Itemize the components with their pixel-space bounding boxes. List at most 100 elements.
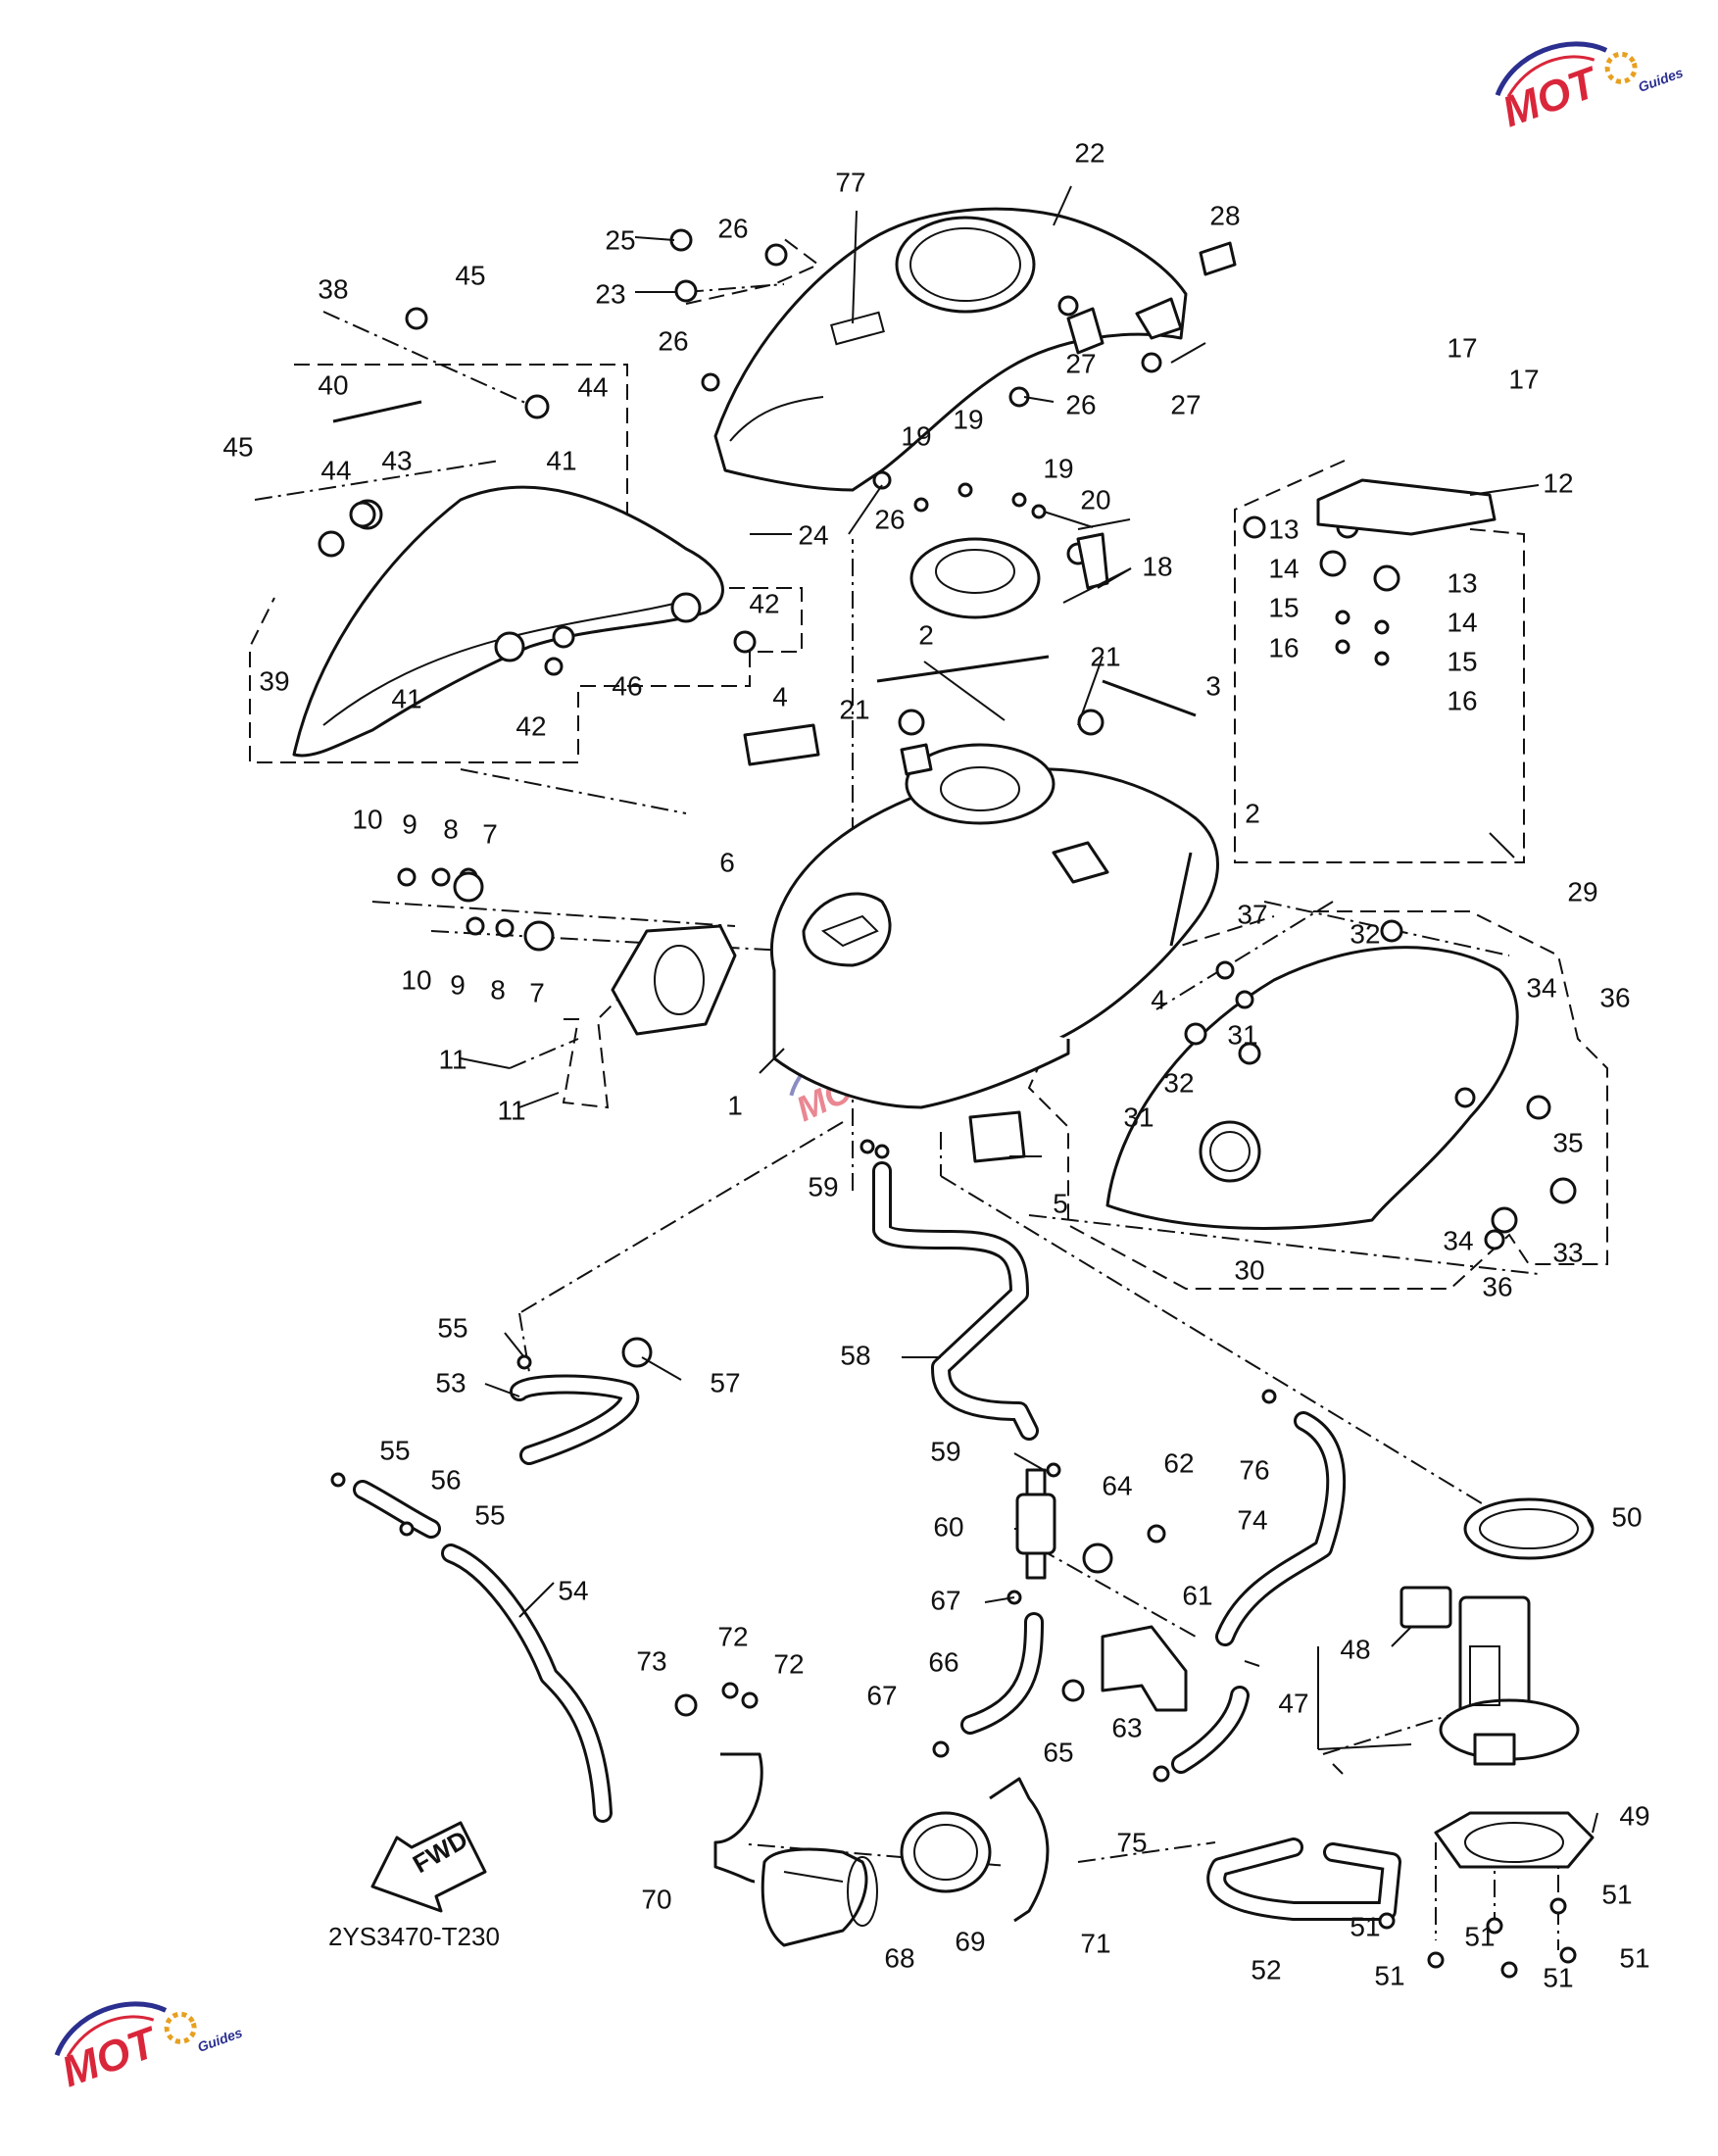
- callout-47: 47: [1278, 1688, 1308, 1718]
- watermark-logo-top-right: MOT Guides: [1495, 41, 1686, 136]
- callout-10: 10: [401, 964, 431, 995]
- callout-71: 71: [1080, 1928, 1110, 1958]
- hose-53: [510, 1374, 640, 1465]
- callout-68: 68: [884, 1942, 914, 1973]
- hose-58: [872, 1161, 1039, 1441]
- callout-48: 48: [1340, 1634, 1370, 1664]
- callout-18: 18: [1142, 551, 1172, 581]
- callout-74: 74: [1237, 1504, 1267, 1535]
- hose-56: [353, 1480, 441, 1539]
- callout-69: 69: [955, 1926, 985, 1956]
- callout-2: 2: [1245, 798, 1260, 828]
- callout-21: 21: [1090, 641, 1120, 671]
- callout-12: 12: [1543, 467, 1573, 498]
- tank-top-cover: [713, 207, 1188, 492]
- callout-11: 11: [497, 1095, 525, 1125]
- callout-6: 6: [719, 847, 735, 877]
- callout-73: 73: [636, 1645, 666, 1676]
- callout-56: 56: [430, 1464, 461, 1494]
- callout-4: 4: [1151, 984, 1166, 1014]
- callout-24: 24: [798, 519, 828, 550]
- callout-34: 34: [1526, 972, 1556, 1003]
- callout-27: 27: [1170, 389, 1201, 419]
- callout-45: 45: [222, 431, 253, 462]
- callout-34: 34: [1443, 1225, 1473, 1255]
- callout-30: 30: [1234, 1254, 1264, 1285]
- callout-35: 35: [1552, 1127, 1583, 1157]
- hose-54: [441, 1544, 613, 1823]
- side-cover-left: [292, 485, 724, 758]
- callout-58: 58: [840, 1340, 870, 1370]
- svg-text:Guides: Guides: [1636, 65, 1685, 95]
- callout-27: 27: [1065, 348, 1096, 378]
- hose-66: [960, 1612, 1044, 1735]
- callout-19: 19: [953, 404, 983, 434]
- watermark-logo-bottom-left: MOT Guides: [54, 2001, 245, 2096]
- callout-40: 40: [318, 369, 348, 400]
- callout-39: 39: [259, 665, 289, 696]
- callout-64: 64: [1102, 1470, 1132, 1500]
- callout-55: 55: [474, 1499, 505, 1530]
- callout-8: 8: [443, 813, 459, 844]
- hose-75: [1171, 1686, 1250, 1774]
- callout-14: 14: [1268, 553, 1299, 583]
- fuel-cap: [909, 532, 1109, 619]
- callout-19: 19: [901, 420, 931, 451]
- callout-51: 51: [1543, 1962, 1573, 1992]
- callout-54: 54: [558, 1575, 588, 1605]
- callout-76: 76: [1239, 1454, 1269, 1485]
- callout-31: 31: [1123, 1102, 1154, 1132]
- callout-51: 51: [1374, 1960, 1404, 1990]
- callout-7: 7: [529, 977, 545, 1007]
- bracket-70: [713, 1752, 763, 1884]
- callout-77: 77: [835, 167, 865, 197]
- callout-37: 37: [1237, 899, 1267, 929]
- hose-52: [1206, 1838, 1401, 1921]
- callout-52: 52: [1251, 1954, 1281, 1984]
- callout-51: 51: [1601, 1879, 1632, 1909]
- callout-26: 26: [658, 325, 688, 356]
- callout-25: 25: [605, 224, 635, 255]
- callout-51: 51: [1464, 1921, 1495, 1951]
- callout-26: 26: [874, 504, 905, 534]
- callout-66: 66: [928, 1646, 958, 1677]
- callout-13: 13: [1268, 514, 1299, 544]
- callout-labels: 1 2 2 3 4 4 5 6 7 7 8 8 9 9 10 10 11 11 …: [222, 137, 1649, 1992]
- bracket-63: [1101, 1625, 1188, 1712]
- callout-29: 29: [1567, 876, 1597, 906]
- callout-36: 36: [1599, 982, 1630, 1012]
- svg-text:Guides: Guides: [195, 2025, 244, 2055]
- callout-16: 16: [1447, 685, 1477, 715]
- callout-55: 55: [437, 1312, 467, 1343]
- callout-16: 16: [1268, 632, 1299, 662]
- forward-direction-arrow: FWD: [370, 1821, 487, 1913]
- callout-49: 49: [1619, 1800, 1649, 1831]
- callout-38: 38: [318, 273, 348, 304]
- callout-44: 44: [320, 455, 351, 485]
- callout-70: 70: [641, 1884, 671, 1914]
- callout-1: 1: [727, 1090, 743, 1120]
- misc-strips: [332, 241, 1237, 1163]
- callout-59: 59: [808, 1171, 838, 1201]
- callout-20: 20: [1080, 484, 1110, 514]
- callout-62: 62: [1163, 1447, 1194, 1478]
- callout-36: 36: [1482, 1271, 1512, 1301]
- callout-33: 33: [1552, 1237, 1583, 1267]
- callout-42: 42: [749, 588, 779, 618]
- callout-41: 41: [391, 683, 421, 713]
- pump-rings: [1434, 1497, 1595, 1869]
- callout-72: 72: [717, 1621, 748, 1651]
- callout-10: 10: [352, 804, 382, 834]
- callout-44: 44: [577, 371, 608, 402]
- fuel-pump-assembly: [1399, 1586, 1580, 1766]
- callout-21: 21: [839, 694, 869, 724]
- callout-14: 14: [1447, 607, 1477, 637]
- drawing-code: 2YS3470-T230: [328, 1922, 500, 1951]
- callout-3: 3: [1205, 670, 1221, 701]
- callout-23: 23: [595, 278, 625, 309]
- callout-45: 45: [455, 260, 485, 290]
- callout-72: 72: [773, 1648, 804, 1679]
- callout-43: 43: [381, 445, 412, 475]
- callout-42: 42: [515, 710, 546, 741]
